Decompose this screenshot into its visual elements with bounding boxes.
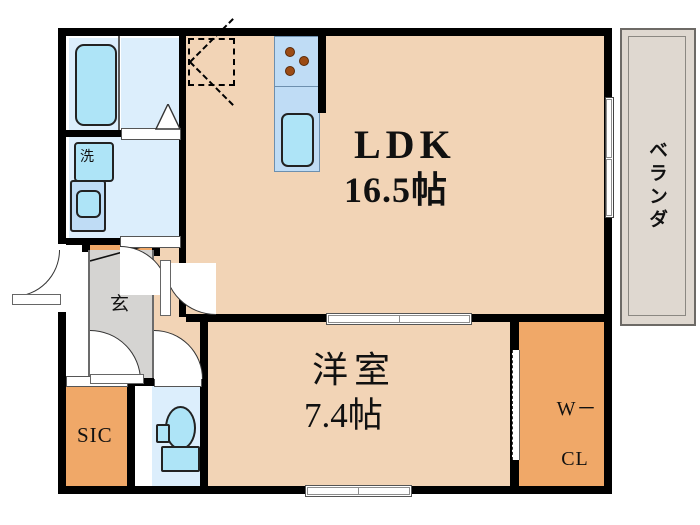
wall-entrance-left [82,238,90,252]
room-ldk [186,33,612,316]
toilet-side-icon [156,424,170,443]
burner-3-icon [285,66,295,76]
pipe-shaft-icon [188,38,235,86]
room-veranda [620,28,696,326]
label-ldk-size: 16.5帖 [344,170,449,210]
window-veranda-pane-upper [606,99,612,158]
window-bedroom-south-pane-left [307,487,359,495]
wall-bedroom-left [200,314,208,489]
kitchen-partition-wall [318,33,326,113]
wcl-folding-door[interactable] [512,350,520,460]
entrance-door-swing[interactable] [13,250,60,297]
bath-door-opening[interactable] [121,128,181,140]
window-veranda-pane-lower [606,159,612,216]
entrance-inner-edge-left [88,250,90,385]
label-sic: SIC [77,423,113,447]
entrance-door-leaf[interactable] [12,294,61,305]
room-wcl [519,322,606,491]
room-sic [66,385,127,489]
label-entrance: 玄 [110,294,130,315]
stove-counter [274,36,320,88]
wall-bath-right-divider [118,36,120,130]
entrance-inner-edge-right [152,250,154,385]
bathtub-icon [75,44,117,126]
wall-washroom-right [179,28,186,245]
label-wcl-line1: W－ [556,398,598,420]
washing-machine-icon [74,142,114,182]
label-wcl-line2: CL [561,448,589,470]
label-bedroom-name: 洋室 [312,350,397,390]
wall-left-lower [58,312,66,494]
toilet-tank-icon [161,446,200,472]
sliding-door-pane-right [399,315,470,323]
wall-left-upper [58,28,66,244]
burner-2-icon [299,56,309,66]
wall-top-outer [58,28,612,36]
washroom-door-opening[interactable] [120,236,181,248]
label-bedroom-size: 7.4帖 [304,396,383,435]
burner-1-icon [285,47,295,57]
sliding-door-pane-left [328,315,400,323]
lavatory-basin-icon [76,190,101,218]
ldk-door-leaf[interactable] [160,260,171,316]
washing-machine-label: 洗 [80,150,94,165]
kitchen-sink-basin [281,113,314,167]
wall-sic-right [127,385,135,487]
label-wcl: W－ CL [533,372,597,497]
bath-folding-door-icon[interactable] [155,104,181,130]
wall-right-outer [604,28,612,494]
room-bedroom [208,322,510,491]
genkan-hall-door-leaf[interactable] [90,374,144,384]
label-ldk-name: LDK [354,122,456,167]
veranda-inner-edge [628,36,686,316]
window-bedroom-south-pane-right [358,487,410,495]
label-veranda: ベランダ [645,140,667,232]
